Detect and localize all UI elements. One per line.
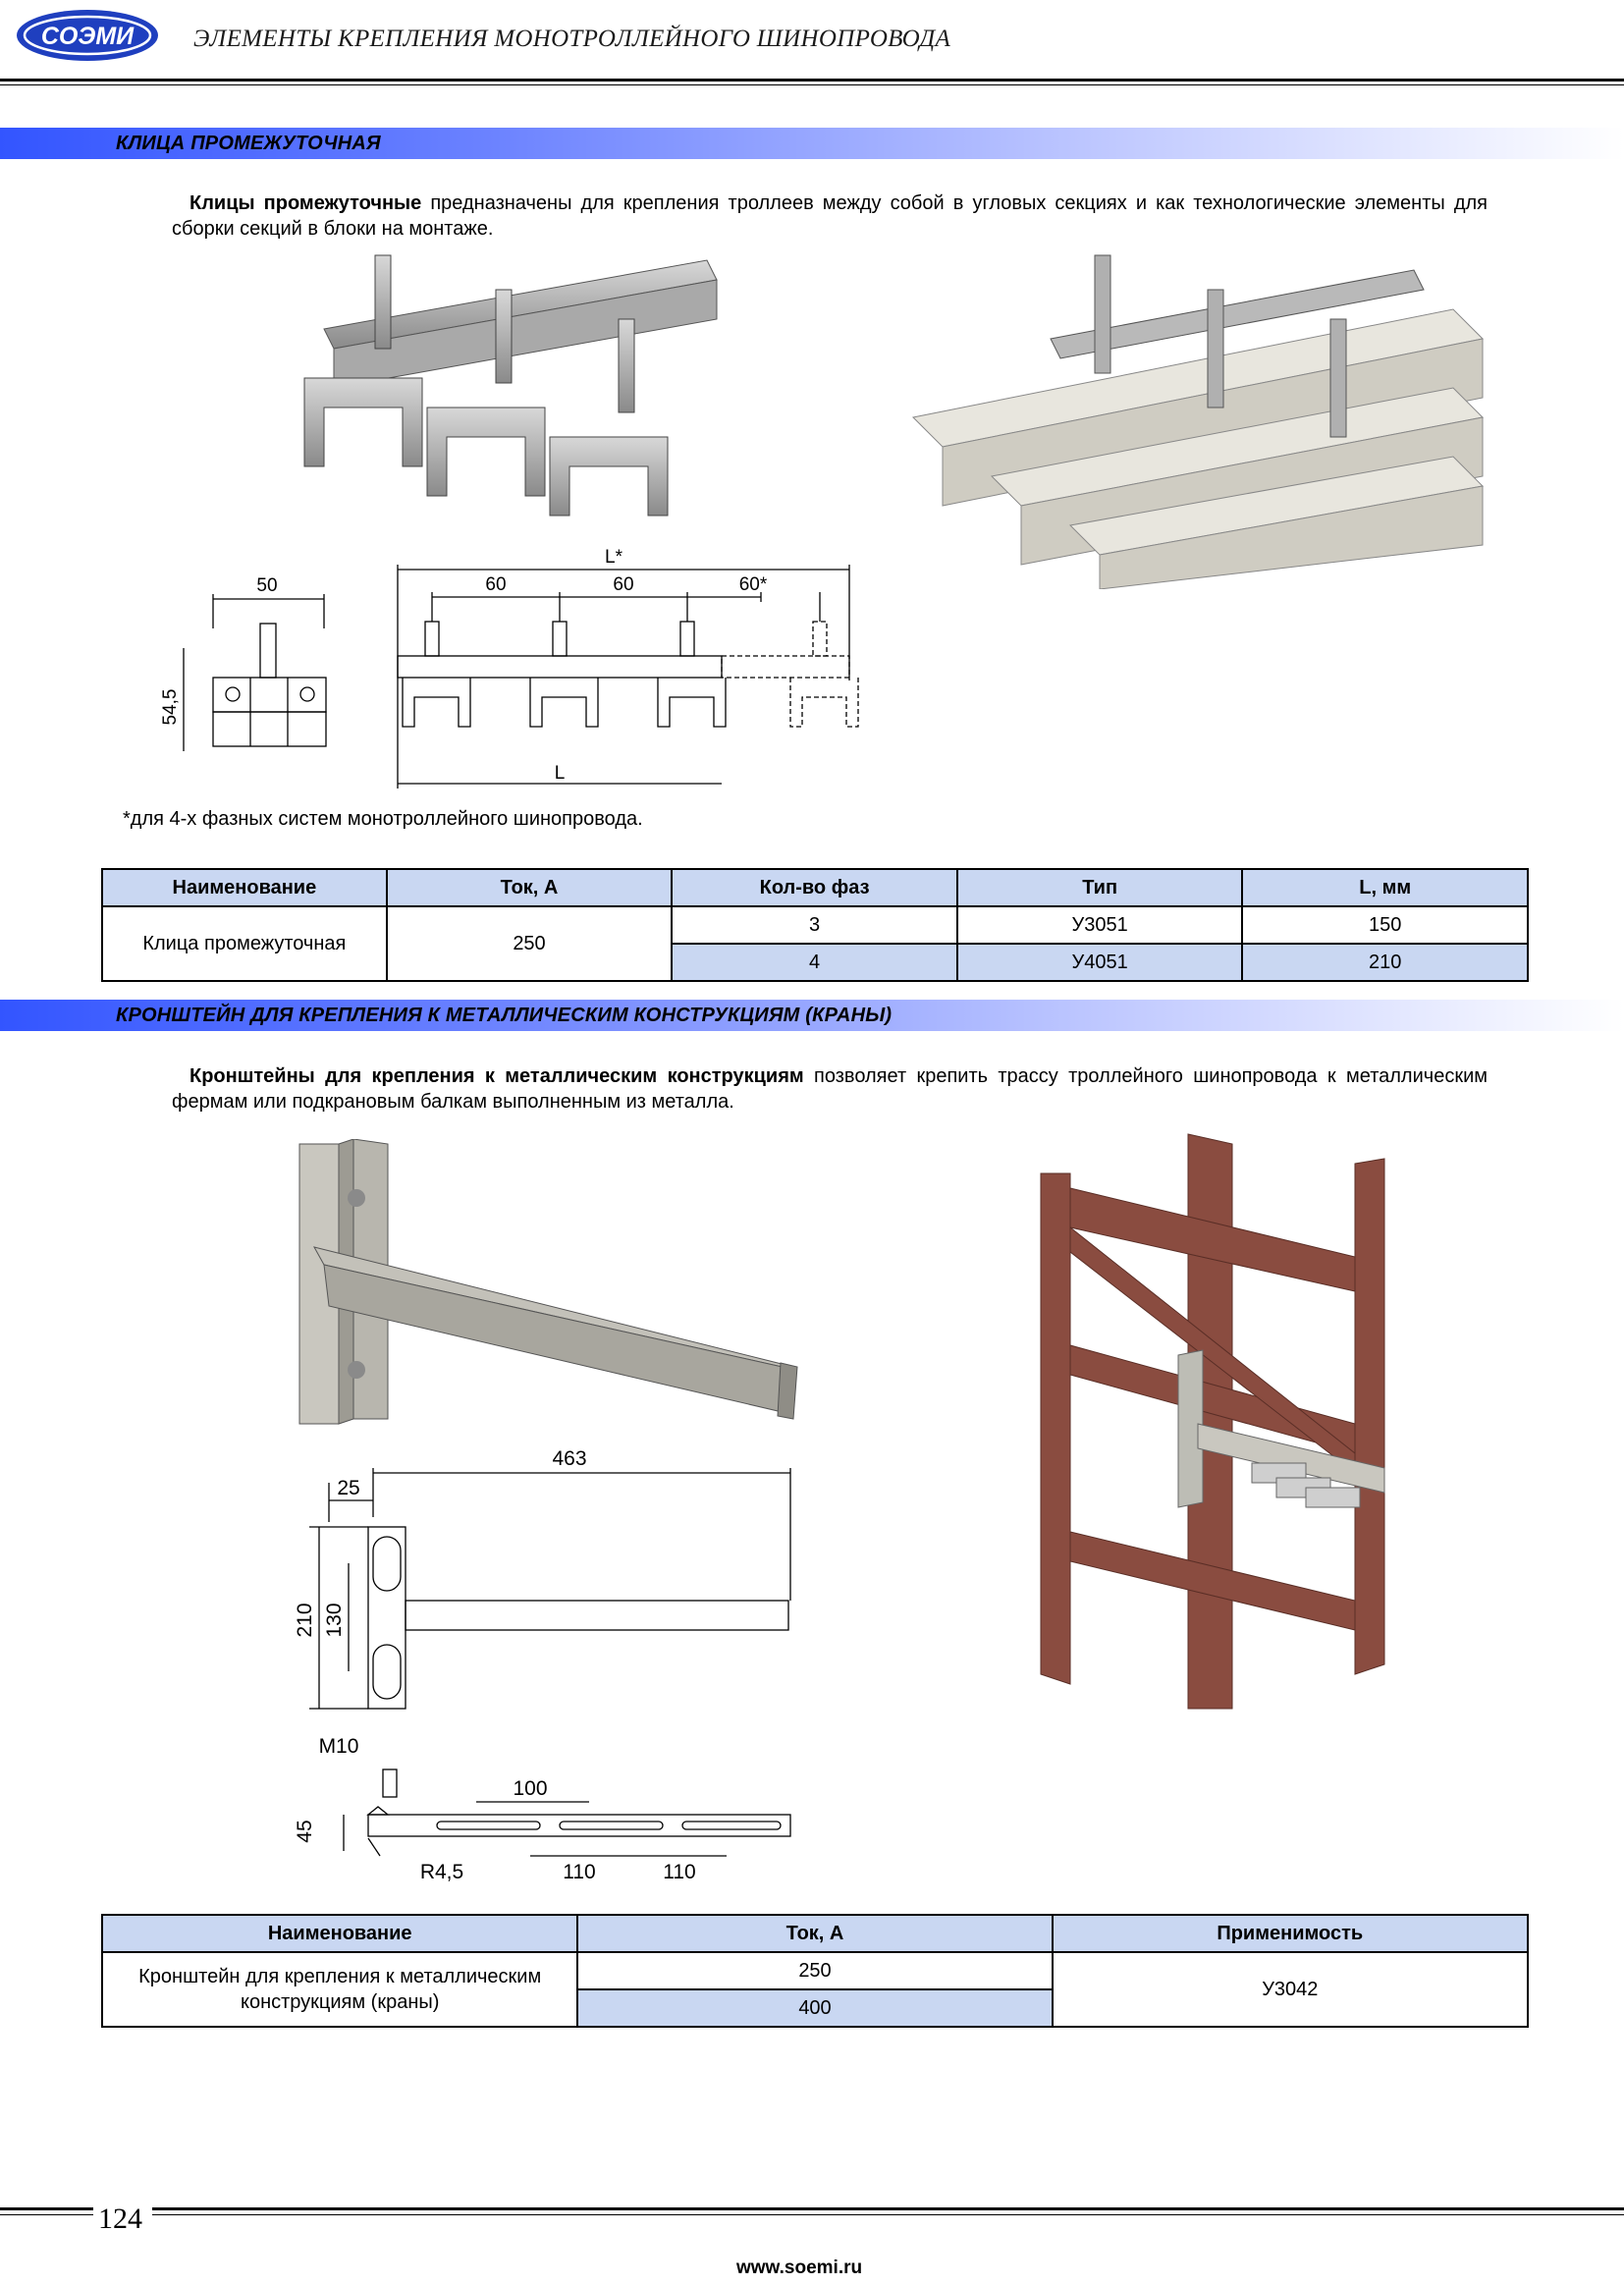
cell-length: 150 — [1241, 905, 1529, 945]
cell-current: 250 — [385, 905, 674, 982]
section-band-bracket — [0, 1000, 1624, 1031]
clamp-description-text: предназначены для крепления троллеев меж… — [172, 192, 1488, 240]
cell-applicability: У3042 — [1051, 1951, 1530, 2028]
cell-type: У4051 — [955, 943, 1244, 982]
cell-current: 250 — [576, 1951, 1054, 1990]
bracket-side-drawing: M10 45 100 R4,5 110 110 — [294, 1735, 791, 1883]
section-band-clamp — [0, 128, 1624, 159]
col-header-type: Тип — [955, 868, 1244, 907]
section-title-bracket: КРОНШТЕЙН ДЛЯ КРЕПЛЕНИЯ К МЕТАЛЛИЧЕСКИМ … — [116, 1005, 893, 1026]
clamp-description-bold: Клицы промежуточные — [189, 192, 422, 214]
bracket-description-text: позволяет крепить трассу троллейного шин… — [172, 1065, 1488, 1113]
dim-slot-label: 130 — [323, 1603, 346, 1637]
table-row: 4 У4051 210 — [102, 943, 1529, 982]
footer-rule-left-thick — [0, 2207, 93, 2210]
dim-total-label: L* — [605, 547, 623, 568]
cell-name: Клица промежуточная — [101, 905, 388, 982]
cell-phases: 3 — [671, 905, 958, 945]
table-row: Кронштейн для крепления к металлическим … — [100, 1951, 1530, 2028]
page-header-title: ЭЛЕМЕНТЫ КРЕПЛЕНИЯ МОНОТРОЛЛЕЙНОГО ШИНОП… — [193, 26, 951, 52]
dim-bracket-height-label: 210 — [294, 1603, 316, 1637]
cell-type: У3051 — [955, 905, 1244, 945]
dim-pitch3-label: 60* — [739, 574, 768, 595]
col-header-current: Ток, А — [385, 868, 674, 907]
footer-rule-left-thin — [0, 2214, 93, 2215]
clamp-description: Клицы промежуточные предназначены для кр… — [172, 190, 1488, 242]
cell-current: 400 — [576, 1988, 1054, 2028]
clamp-spec-table: Наименование Ток, А Кол-во фаз Тип L, мм… — [101, 868, 1529, 982]
dim-100-label: 100 — [513, 1777, 547, 1800]
col-header-length: L, мм — [1241, 868, 1529, 907]
dim-pitch2-label: 60 — [613, 574, 633, 595]
clamp-side-drawing: 50 54,5 — [162, 575, 327, 751]
page-number: 124 — [98, 2203, 142, 2235]
company-logo: СОЭМИ — [17, 10, 158, 61]
dim-length-label: 463 — [552, 1447, 586, 1470]
dim-110a-label: 110 — [563, 1861, 595, 1883]
dim-flange-label: 25 — [337, 1477, 359, 1499]
bracket-front-drawing: 463 25 210 130 — [294, 1447, 791, 1710]
dim-height-label: 54,5 — [162, 689, 181, 726]
cell-length: 210 — [1241, 943, 1529, 982]
header-rule-thin — [0, 84, 1624, 85]
col-header-phases: Кол-во фаз — [671, 868, 958, 907]
clamp-front-drawing: L* 60 60 60* L — [397, 547, 859, 789]
bracket-image — [298, 1139, 798, 1425]
table-row: 400 — [102, 1988, 1528, 2028]
footer-rule-right-thin — [152, 2214, 1624, 2215]
cell-name: Кронштейн для крепления к металлическим … — [100, 1951, 579, 2028]
clamp-assembly-image — [303, 254, 718, 517]
col-header-applicability: Применимость — [1051, 1914, 1530, 1953]
dim-110b-label: 110 — [663, 1861, 695, 1883]
cell-phases: 4 — [671, 943, 958, 982]
table-header-row: Наименование Ток, А Кол-во фаз Тип L, мм — [101, 868, 1529, 907]
section-title-clamp: КЛИЦА ПРОМЕЖУТОЧНАЯ — [116, 133, 381, 154]
dim-pitch1-label: 60 — [485, 574, 506, 595]
dim-45-label: 45 — [294, 1820, 316, 1842]
website-link[interactable]: www.soemi.ru — [736, 2258, 863, 2278]
table-header-row: Наименование Ток, А Применимость — [100, 1914, 1530, 1953]
footer-rule-right-thick — [152, 2207, 1624, 2210]
table-row: Клица промежуточная 250 3 У3051 150 — [101, 905, 1529, 982]
clamp-trolley-image — [911, 254, 1485, 589]
clamp-footnote: *для 4-х фазных систем монотроллейного ш… — [123, 808, 643, 830]
radius-label: R4,5 — [420, 1861, 463, 1883]
col-header-name: Наименование — [100, 1914, 579, 1953]
bracket-description-bold: Кронштейны для крепления к металлическим… — [189, 1065, 804, 1087]
header-rule-thick — [0, 79, 1624, 82]
bolt-label: M10 — [319, 1735, 359, 1758]
col-header-name: Наименование — [101, 868, 388, 907]
steel-structure-image — [1040, 1133, 1385, 1710]
dim-width-label: 50 — [256, 575, 277, 596]
logo-text: СОЭМИ — [41, 23, 135, 50]
bracket-spec-table: Наименование Ток, А Применимость Кронште… — [100, 1914, 1530, 2028]
dim-l-label: L — [555, 763, 566, 784]
bracket-description: Кронштейны для крепления к металлическим… — [172, 1063, 1488, 1115]
col-header-current: Ток, А — [576, 1914, 1054, 1953]
